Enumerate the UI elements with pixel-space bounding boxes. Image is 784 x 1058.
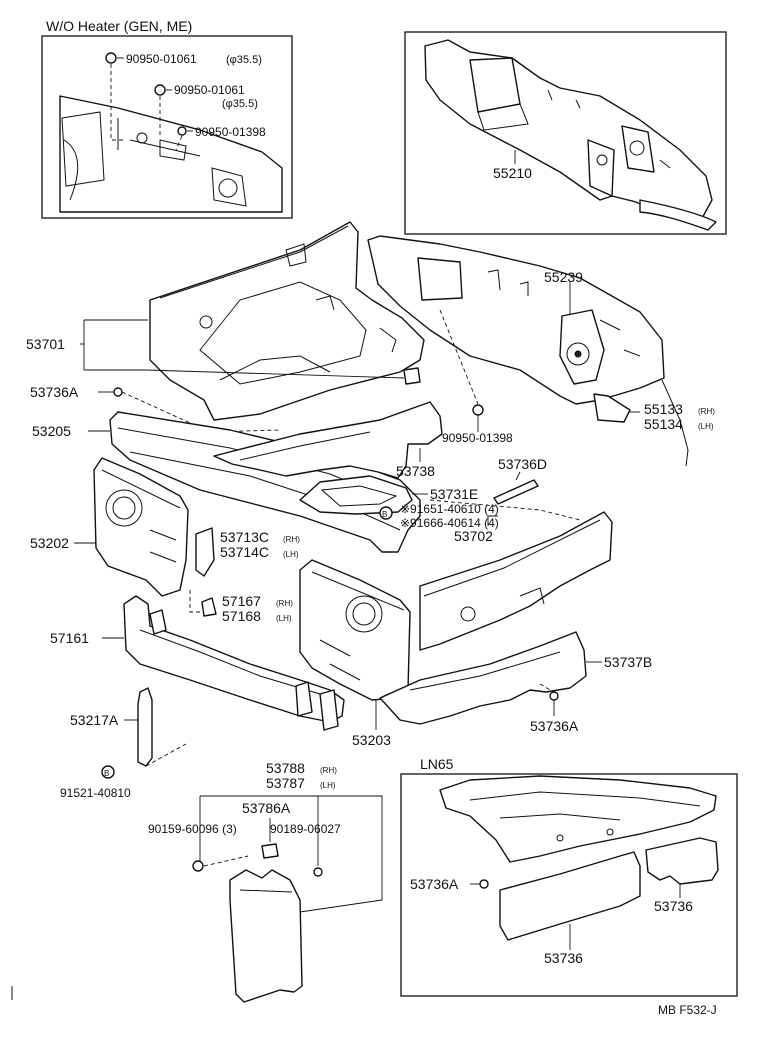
part-number: 57168 bbox=[222, 608, 261, 624]
grommet-icon bbox=[472, 404, 484, 416]
part-number: 53714C bbox=[220, 544, 269, 560]
part-side: (RH) bbox=[698, 407, 715, 416]
bolt-icon bbox=[101, 765, 115, 779]
inset-title: W/O Heater (GEN, ME) bbox=[46, 18, 192, 34]
bolt-icon bbox=[379, 506, 393, 520]
clip-icon bbox=[313, 867, 323, 877]
part-number: 90159-60096 (3) bbox=[148, 822, 237, 836]
part-number: 53731E bbox=[430, 486, 478, 502]
clip-icon bbox=[479, 879, 489, 889]
brace-53731e: 53731E B ※91651-40610 (4) ※91666-40614 (… bbox=[299, 456, 547, 530]
part-number: ※91651-40610 (4) bbox=[400, 502, 499, 516]
part-number: 53787 bbox=[266, 775, 305, 791]
part-number: 53701 bbox=[26, 336, 65, 352]
radiator-support-53203: 53203 bbox=[299, 559, 411, 748]
inset-silencer: 55210 bbox=[404, 31, 727, 235]
part-side: (LH) bbox=[320, 781, 336, 790]
cowl-53205: 53736A 53205 53738 bbox=[30, 384, 443, 553]
part-number: 91521-40810 bbox=[60, 786, 131, 800]
dash-silencer-55239: 55239 55133 (RH) 55134 (LH) 90950-01398 bbox=[367, 235, 715, 467]
radiator-support-53202: 53202 53713C (RH) 53714C (LH) 57167 (RH)… bbox=[30, 457, 300, 624]
part-number: 53205 bbox=[32, 423, 71, 439]
part-number: 53786A bbox=[242, 800, 291, 816]
crossmember-57161: 57161 bbox=[50, 595, 345, 731]
part-number: 53203 bbox=[352, 732, 391, 748]
part-number: 90950-01398 bbox=[442, 431, 513, 445]
bolt-marker-icon: B bbox=[382, 510, 387, 519]
part-number: 57161 bbox=[50, 630, 89, 646]
grommet-icon bbox=[105, 52, 117, 64]
clip-icon bbox=[549, 691, 559, 701]
bracket-53217a: 53217A B 91521-40810 bbox=[60, 687, 187, 800]
part-number: 55239 bbox=[544, 269, 583, 285]
clip-icon bbox=[113, 387, 123, 397]
apron-53702: 53702 bbox=[419, 499, 613, 651]
part-note: (φ35.5) bbox=[226, 54, 262, 66]
part-side: (RH) bbox=[283, 535, 300, 544]
apron-seal-53737b: 53737B 53736A bbox=[379, 631, 652, 734]
bolt-marker-icon: B bbox=[104, 769, 109, 778]
part-number: 53788 bbox=[266, 760, 305, 776]
screw-icon bbox=[192, 860, 204, 872]
part-number: 53217A bbox=[70, 712, 119, 728]
inset-ln65: LN65 53736A 53736 53736 bbox=[400, 756, 738, 997]
part-number: 55210 bbox=[493, 165, 532, 181]
part-number: 53738 bbox=[396, 463, 435, 479]
part-number: ※91666-40614 (4) bbox=[400, 516, 499, 530]
dash-panel-53701: 53701 bbox=[26, 221, 425, 421]
part-side: (LH) bbox=[283, 550, 299, 559]
part-number: 53736D bbox=[498, 456, 547, 472]
part-number: 53736A bbox=[30, 384, 79, 400]
part-number: 90189-06027 bbox=[270, 822, 341, 836]
grommet-icon bbox=[154, 84, 166, 96]
part-note: (φ35.5) bbox=[222, 98, 258, 110]
part-number: 90950-01061 bbox=[126, 52, 197, 66]
part-number: 57167 bbox=[222, 593, 261, 609]
part-number: 53202 bbox=[30, 535, 69, 551]
mudguard-group: 53788 (RH) 53787 (LH) 53786A 90159-60096… bbox=[148, 760, 383, 1003]
part-number: 55134 bbox=[644, 416, 683, 432]
part-number: 90950-01398 bbox=[195, 125, 266, 139]
part-number: 53736 bbox=[544, 950, 583, 966]
diagram-code: MB F532-J bbox=[658, 1003, 717, 1017]
part-number: 53702 bbox=[454, 528, 493, 544]
part-number: 90950-01061 bbox=[174, 83, 245, 97]
part-number: 55133 bbox=[644, 401, 683, 417]
inset-without-heater: W/O Heater (GEN, ME) 90950-01061 (φ35.5)… bbox=[41, 18, 293, 219]
part-side: (LH) bbox=[276, 614, 292, 623]
part-number: 53736 bbox=[654, 898, 693, 914]
part-number: 53736A bbox=[530, 718, 579, 734]
part-number: 53736A bbox=[410, 876, 459, 892]
part-side: (RH) bbox=[320, 766, 337, 775]
part-number: 53737B bbox=[604, 654, 652, 670]
part-number: 53713C bbox=[220, 529, 269, 545]
part-side: (LH) bbox=[698, 422, 714, 431]
part-side: (RH) bbox=[276, 599, 293, 608]
grommet-icon bbox=[177, 126, 187, 136]
inset-title: LN65 bbox=[420, 756, 454, 772]
